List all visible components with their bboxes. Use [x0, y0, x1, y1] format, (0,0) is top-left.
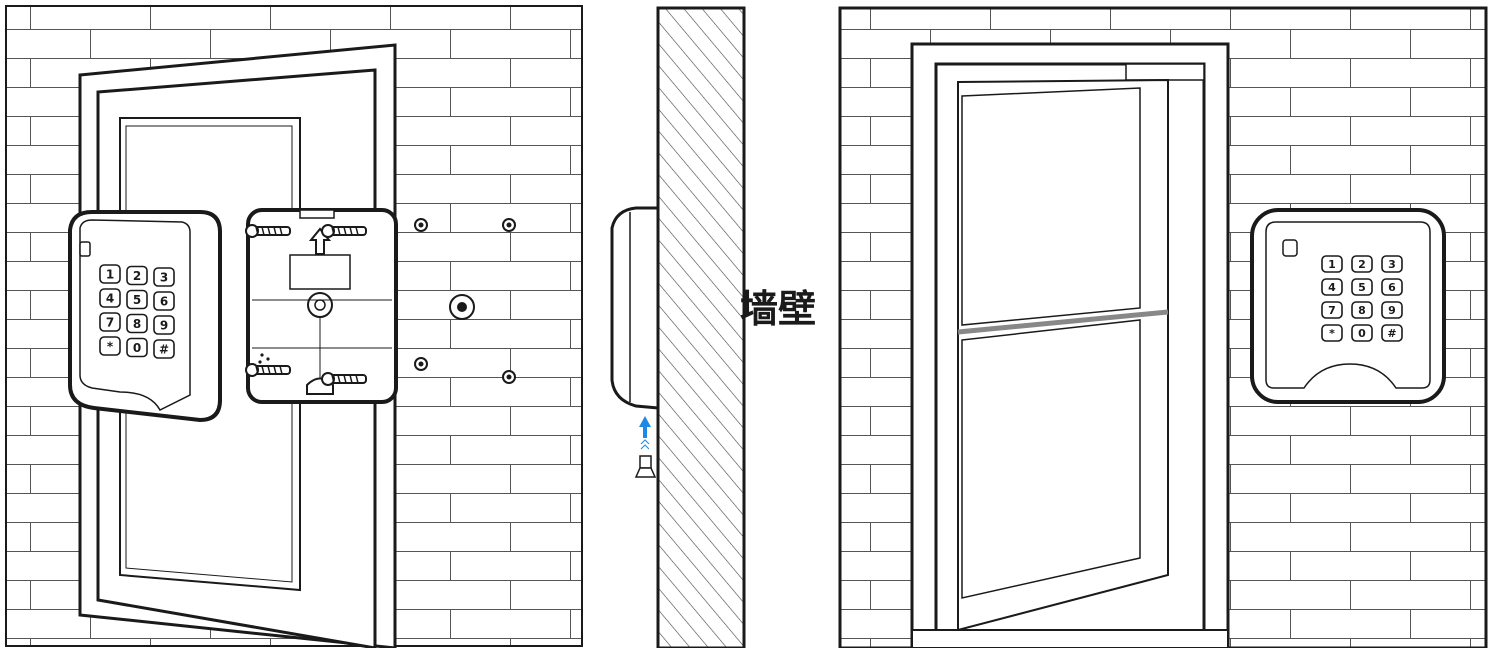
panel-side-view	[610, 6, 746, 648]
keypad-key-label: 5	[1358, 281, 1366, 294]
wall-screw-holes	[414, 218, 516, 384]
card-reader-icon	[79, 241, 91, 257]
screw-icon	[245, 363, 291, 377]
keypad-key-label: 4	[1328, 281, 1336, 294]
keypad-key-label: 6	[1388, 281, 1396, 294]
keypad-key-label: #	[1387, 327, 1396, 340]
wall-label: 墙壁	[740, 287, 816, 331]
keypad-key: 5	[126, 289, 148, 310]
screwdriver-icon	[634, 455, 657, 478]
mounting-screws	[245, 224, 367, 386]
keypad-side-profile	[610, 206, 660, 410]
keypad-key: 6	[153, 291, 175, 311]
keypad-key: *	[99, 336, 121, 356]
keypad-key-label: #	[159, 342, 169, 356]
keypad-key: 9	[1381, 301, 1403, 319]
keypad-key-label: 7	[1328, 304, 1336, 317]
keypad-key: 2	[1351, 255, 1373, 273]
keypad-key: 3	[1381, 255, 1403, 273]
keypad-key-label: 7	[106, 315, 114, 329]
keypad-key-label: 3	[160, 270, 168, 284]
keypad-key: 2	[126, 265, 148, 286]
keypad-key-label: 0	[133, 341, 141, 355]
keypad-key-label: *	[1329, 327, 1335, 340]
keypad-key: #	[153, 339, 175, 359]
keypad-key: #	[1381, 324, 1403, 342]
keypad-key: 8	[126, 313, 148, 334]
keypad-key-label: 9	[1388, 304, 1396, 317]
keypad-key-label: 0	[1358, 327, 1366, 340]
keypad-key: 7	[99, 312, 121, 332]
keypad-key-label: 5	[133, 293, 141, 307]
keypad-key: 1	[1321, 255, 1343, 273]
wall-section	[656, 6, 746, 648]
panel-exploded-view: 1 2 3 4 5 6 7 8 9 * 0 #	[5, 5, 583, 648]
keypad-key: 1	[99, 264, 121, 284]
keypad-key-label: 3	[1388, 258, 1396, 271]
keypad-key: 0	[126, 337, 148, 358]
card-reader-icon	[1282, 239, 1298, 257]
keypad-key: *	[1321, 324, 1343, 342]
keypad-key: 9	[153, 315, 175, 335]
keypad-installed-unit: 1 2 3 4 5 6 7 8 9 * 0 #	[1250, 208, 1446, 404]
keypad-keys-left: 1 2 3 4 5 6 7 8 9 * 0 #	[99, 264, 175, 359]
keypad-key-label: 8	[1358, 304, 1366, 317]
keypad-key: 6	[1381, 278, 1403, 296]
screw-icon	[321, 372, 367, 386]
keypad-key: 5	[1351, 278, 1373, 296]
screw-icon	[245, 224, 291, 238]
keypad-key: 7	[1321, 301, 1343, 319]
keypad-front-unit-left: 1 2 3 4 5 6 7 8 9 * 0 #	[68, 210, 222, 423]
keypad-key-label: 1	[106, 267, 114, 281]
keypad-key: 4	[99, 288, 121, 308]
keypad-key: 4	[1321, 278, 1343, 296]
keypad-key-label: 1	[1328, 258, 1336, 271]
up-arrow-icon	[639, 416, 651, 450]
panel-installed-view: 1 2 3 4 5 6 7 8 9 * 0 #	[838, 6, 1488, 648]
keypad-key-label: 9	[160, 318, 168, 332]
keypad-key: 3	[153, 267, 175, 287]
keypad-key-label: 4	[106, 291, 114, 305]
keypad-key-label: 2	[133, 269, 141, 283]
keypad-key: 8	[1351, 301, 1373, 319]
keypad-key: 0	[1351, 324, 1373, 342]
door-panel	[119, 117, 301, 592]
keypad-key-label: 2	[1358, 258, 1366, 271]
keypad-keys-right: 1 2 3 4 5 6 7 8 9 * 0 #	[1321, 255, 1403, 342]
keypad-key-label: 6	[160, 294, 168, 308]
keypad-key-label: *	[107, 339, 114, 353]
mounting-back-plate	[246, 208, 398, 404]
keypad-key-label: 8	[133, 317, 141, 331]
door-panel	[957, 78, 1169, 632]
screw-icon	[321, 224, 367, 238]
